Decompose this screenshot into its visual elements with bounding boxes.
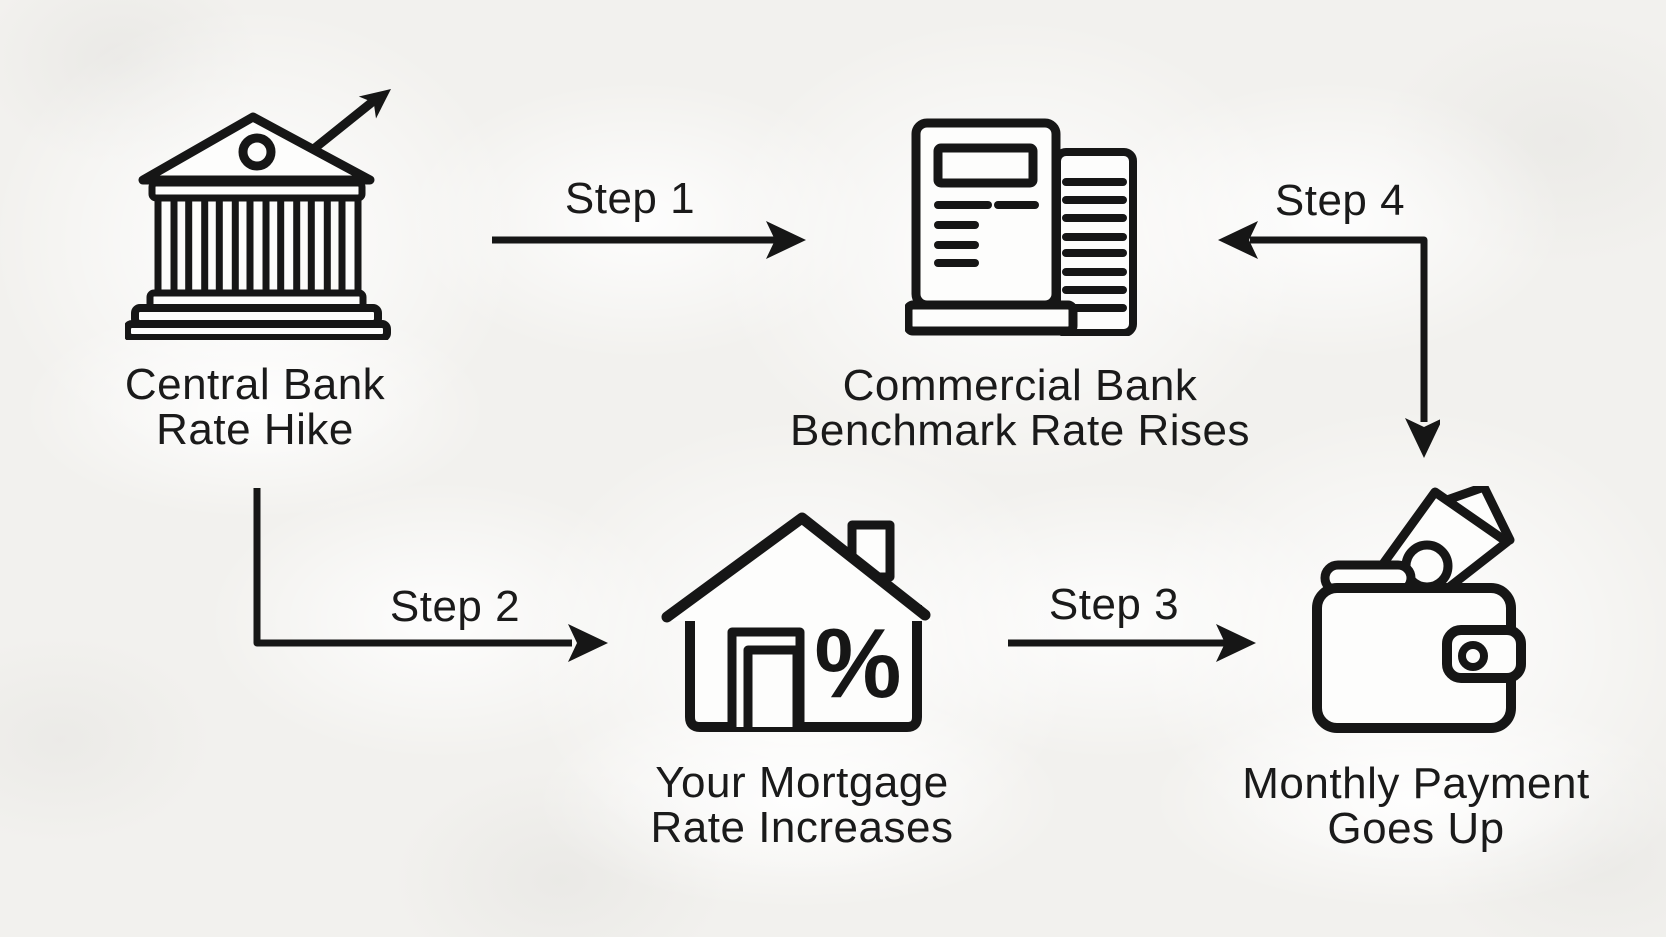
- step3-arrow: [1008, 624, 1256, 662]
- monthly-payment-label: Monthly Payment Goes Up: [1242, 761, 1589, 851]
- percent-symbol: %: [814, 608, 901, 718]
- your-mortgage-label-line1: Your Mortgage: [655, 758, 949, 807]
- house-door: [727, 627, 805, 727]
- house-percent-icon: %: [661, 512, 932, 732]
- front-terminal-body: [911, 118, 1061, 310]
- central-bank-label: Central Bank Rate Hike: [125, 362, 385, 452]
- step2-arrow: [253, 488, 608, 662]
- bank-steps: [125, 304, 391, 340]
- step4-arrow: [1218, 221, 1440, 458]
- step3-label: Step 3: [1048, 580, 1180, 629]
- your-mortgage-label: Your Mortgage Rate Increases: [651, 760, 954, 850]
- central-bank-label-line2: Rate Hike: [156, 405, 354, 454]
- monthly-payment-label-line2: Goes Up: [1327, 804, 1505, 853]
- bank-columns: [146, 179, 367, 312]
- monthly-payment-label-line1: Monthly Payment: [1242, 759, 1590, 808]
- step4-label: Step 4: [1274, 176, 1406, 225]
- your-mortgage-label-line2: Rate Increases: [650, 803, 954, 852]
- wallet-cash-icon: [1312, 486, 1526, 733]
- commercial-bank-label: Commercial Bank Benchmark Rate Rises: [790, 363, 1250, 453]
- step1-arrow: [492, 221, 806, 259]
- terminal-base: [905, 300, 1078, 336]
- bank-statement-documents-icon: [905, 118, 1137, 336]
- step2-label: Step 2: [389, 582, 521, 631]
- commercial-bank-label-line2: Benchmark Rate Rises: [790, 406, 1250, 455]
- step1-label: Step 1: [564, 174, 696, 223]
- wallet-clasp: [1442, 625, 1526, 683]
- bank-building-up-arrow-icon: [125, 89, 391, 340]
- house-roof: [661, 512, 932, 623]
- central-bank-label-line1: Central Bank: [124, 360, 386, 409]
- commercial-bank-label-line1: Commercial Bank: [842, 361, 1198, 410]
